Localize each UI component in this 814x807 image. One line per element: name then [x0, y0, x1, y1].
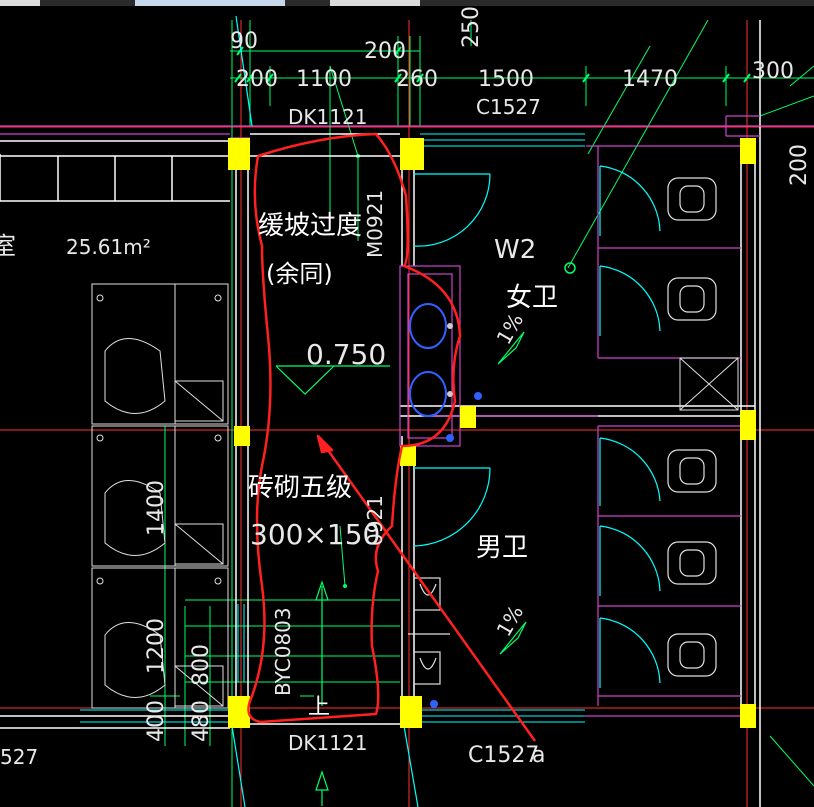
steps-label: 砖砌五级 — [248, 473, 352, 503]
toilet-icon-2 — [667, 277, 717, 321]
partitions — [0, 115, 814, 717]
dim-1200: 1200 — [144, 618, 169, 674]
red-annotation — [247, 132, 537, 742]
door-label-bottom: DK1121 — [288, 731, 367, 755]
slope-note: (余同) — [266, 260, 333, 288]
dim-480: 480 — [189, 700, 214, 742]
toilet-icon-4 — [667, 541, 717, 585]
furniture — [91, 283, 739, 709]
dim-1500: 1500 — [478, 67, 534, 92]
female-wc-label: 女卫 — [506, 283, 558, 313]
dim-200-right: 200 — [787, 144, 812, 186]
door-m2-label: 0921 — [363, 495, 387, 546]
window-label-bottom: C1527 — [468, 743, 539, 768]
sink-fixtures — [409, 303, 482, 708]
door-label-top: DK1121 — [288, 105, 367, 129]
elevation-value: 0.750 — [306, 338, 386, 371]
slope-label: 缓坡过度 — [258, 211, 362, 241]
dim-200-upper: 200 — [364, 39, 406, 64]
toilet-icon-1 — [667, 177, 717, 221]
columns — [228, 138, 756, 728]
elevation-symbol — [275, 365, 390, 395]
tab-bar — [0, 0, 814, 6]
dim-1470: 1470 — [622, 67, 678, 92]
tab-1[interactable] — [0, 0, 40, 6]
dim-800: 800 — [189, 644, 214, 686]
urinal-icon-1 — [413, 577, 441, 611]
leader-marker-icon — [564, 262, 576, 274]
step-size-label: 300×150 — [250, 518, 380, 551]
dim-260: 260 — [396, 67, 438, 92]
window-label-bottom-left: 527 — [0, 745, 38, 769]
w2-label: W2 — [494, 235, 536, 265]
slope-pct-2: 1% — [492, 601, 529, 640]
dim-300: 300 — [752, 59, 794, 84]
toilet-icon-3 — [667, 449, 717, 493]
drawing-labels: DK1121 DK1121 C1527 C1527 a 527 25.61m² … — [0, 95, 558, 769]
leader-dot-icon-2 — [343, 584, 347, 588]
tab-3[interactable] — [330, 0, 420, 6]
marker-a: a — [532, 743, 545, 768]
dimension-ticks — [234, 46, 751, 83]
walls — [0, 20, 761, 807]
drawing-canvas[interactable]: 200 1100 260 1500 1470 300 90 200 250 20… — [0, 6, 814, 807]
dim-200: 200 — [236, 67, 278, 92]
room-area: 25.61m² — [66, 235, 151, 259]
window-lines — [80, 133, 585, 723]
toilet-fixtures — [408, 177, 717, 685]
window-byc-label: BYC0803 — [271, 607, 295, 696]
dim-1400: 1400 — [144, 480, 169, 536]
up-label: 上 — [308, 695, 330, 720]
slope-arrows — [315, 331, 527, 806]
dim-1100: 1100 — [296, 67, 352, 92]
tab-2[interactable] — [135, 0, 285, 6]
dim-250: 250 — [459, 6, 484, 48]
door-swings — [231, 15, 661, 807]
dimension-texts: 200 1100 260 1500 1470 300 90 200 250 20… — [144, 6, 812, 742]
dim-400: 400 — [144, 700, 169, 742]
dim-90: 90 — [230, 29, 258, 54]
door-m-label: M0921 — [363, 190, 387, 258]
male-wc-label: 男卫 — [476, 533, 528, 563]
urinal-icon-2 — [413, 651, 441, 685]
slope-pct-1: 1% — [492, 309, 529, 348]
toilet-icon-5 — [667, 633, 717, 677]
window-label-top: C1527 — [476, 95, 541, 119]
room-char: 室 — [0, 232, 16, 260]
